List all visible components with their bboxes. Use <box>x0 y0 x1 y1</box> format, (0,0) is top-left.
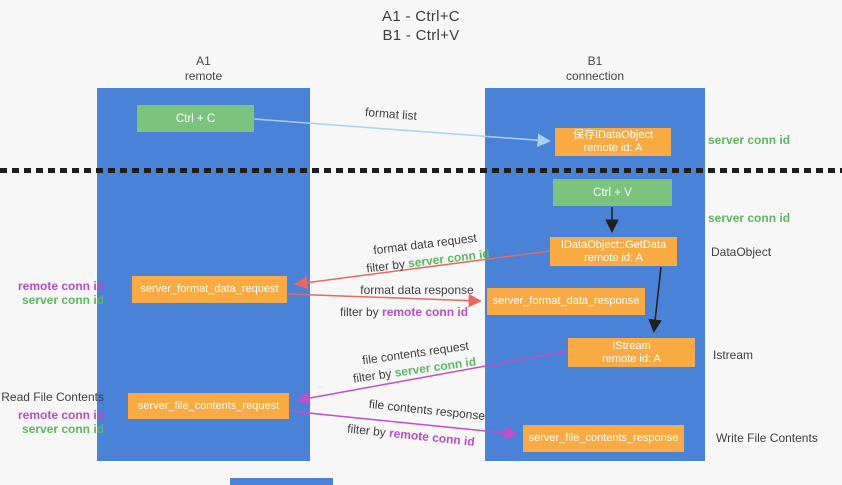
remote-conn-id-text: remote conn id <box>382 305 469 319</box>
right-label-server-conn-id-1: server conn id <box>708 133 791 147</box>
arrow-format-data-request <box>294 250 551 290</box>
left-label-conn-ids-2: remote conn id server conn id <box>0 408 104 436</box>
label-filter-by-remote-conn-id-1: filter by remote conn id <box>340 305 468 319</box>
arrow-getdata-to-istream <box>648 266 662 333</box>
right-label-server-conn-id-2: server conn id <box>708 211 791 225</box>
right-label-dataobject: DataObject <box>711 245 772 259</box>
node-server-file-contents-request: server_file_contents_request <box>128 393 289 419</box>
node-ctrl-v-label: Ctrl + V <box>593 186 632 199</box>
left-server-conn-id-2: server conn id <box>21 422 104 436</box>
node-server-format-data-response-label: server_format_data_response <box>492 295 640 307</box>
diagram-title: A1 - Ctrl+C B1 - Ctrl+V <box>0 7 842 45</box>
arrow-file-contents-request <box>296 350 569 405</box>
column-b1-name: B1 <box>587 54 603 68</box>
bottom-blue-fragment <box>230 478 333 485</box>
node-istream-line1: IStream <box>612 339 651 352</box>
arrow-format-data-response <box>287 293 482 308</box>
node-ctrl-c-label: Ctrl + C <box>175 112 216 125</box>
left-remote-conn-id-2: remote conn id <box>17 408 104 422</box>
column-b1-subtitle: connection <box>565 69 625 83</box>
node-save-dataobject-line2: remote id: A <box>583 142 643 154</box>
filter-by-text: filter by <box>340 305 379 319</box>
label-format-data-response: format data response <box>360 283 474 297</box>
left-server-conn-id-1: server conn id <box>21 293 104 307</box>
node-idataobject-getdata-line2: remote id: A <box>584 251 643 264</box>
column-header-a1: A1 remote <box>97 54 310 84</box>
node-ctrl-c: Ctrl + C <box>137 105 254 132</box>
node-save-dataobject: 保存IDataObject remote id: A <box>555 128 671 156</box>
node-istream: IStream remote id: A <box>568 338 695 367</box>
column-header-b1: B1 connection <box>485 54 705 84</box>
title-line-1: A1 - Ctrl+C <box>382 8 460 25</box>
left-remote-conn-id-1: remote conn id <box>17 279 104 293</box>
node-server-file-contents-request-label: server_file_contents_request <box>137 399 280 412</box>
copy-paste-separator-line <box>0 168 842 173</box>
node-server-format-data-request-label: server_format_data_request <box>140 283 279 295</box>
node-idataobject-getdata-line1: IDataObject::GetData <box>560 238 667 251</box>
title-line-2: B1 - Ctrl+V <box>382 27 460 44</box>
node-server-file-contents-response-label: server_file_contents_response <box>528 432 679 444</box>
column-a1-subtitle: remote <box>184 69 223 83</box>
node-server-format-data-response: server_format_data_response <box>487 288 645 315</box>
arrow-file-contents-response <box>288 410 518 440</box>
left-label-read-file-contents: Read File Contents <box>1 390 104 404</box>
node-ctrl-v: Ctrl + V <box>553 179 672 206</box>
right-label-istream: Istream <box>713 348 754 362</box>
node-server-file-contents-response: server_file_contents_response <box>523 425 684 452</box>
arrow-format-list <box>253 118 551 147</box>
column-a1-name: A1 <box>196 54 211 68</box>
node-server-format-data-request: server_format_data_request <box>132 276 287 303</box>
node-istream-line2: remote id: A <box>602 352 661 365</box>
node-save-dataobject-line1: 保存IDataObject <box>572 129 654 141</box>
right-label-write-file-contents: Write File Contents <box>716 431 818 445</box>
node-idataobject-getdata: IDataObject::GetData remote id: A <box>550 237 677 266</box>
left-label-conn-ids-1: remote conn id server conn id <box>0 279 104 307</box>
